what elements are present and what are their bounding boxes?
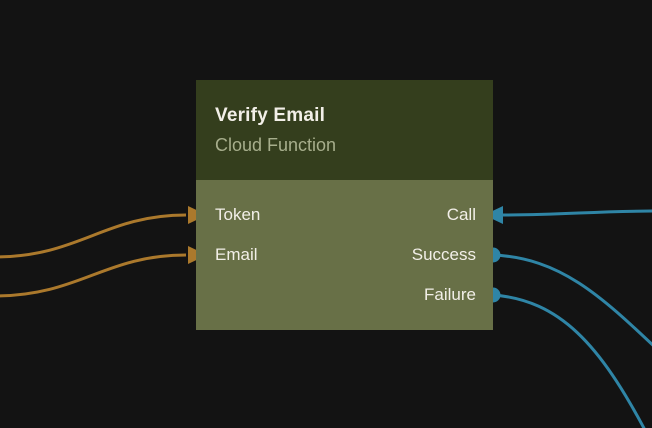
node-body: Token Email Call Success Failure (196, 180, 493, 330)
wire-email-input[interactable] (0, 253, 187, 298)
wire-failure-output[interactable] (492, 293, 646, 428)
node-subtitle: Cloud Function (215, 135, 337, 155)
input-label-token: Token (215, 205, 261, 224)
wire-success-output[interactable] (492, 253, 652, 350)
output-label-success: Success (411, 245, 476, 264)
node-title: Verify Email (215, 105, 326, 126)
wire-call-input[interactable] (501, 209, 652, 217)
input-label-email: Email (215, 245, 258, 264)
port-arrow-call-icon[interactable] (484, 206, 503, 224)
wire-token-input[interactable] (0, 213, 187, 259)
node-verify-email[interactable]: Verify Email Cloud Function Token Email … (196, 80, 493, 330)
output-label-call: Call (446, 205, 476, 224)
node-header[interactable]: Verify Email Cloud Function (196, 80, 493, 180)
output-label-failure: Failure (424, 285, 476, 304)
